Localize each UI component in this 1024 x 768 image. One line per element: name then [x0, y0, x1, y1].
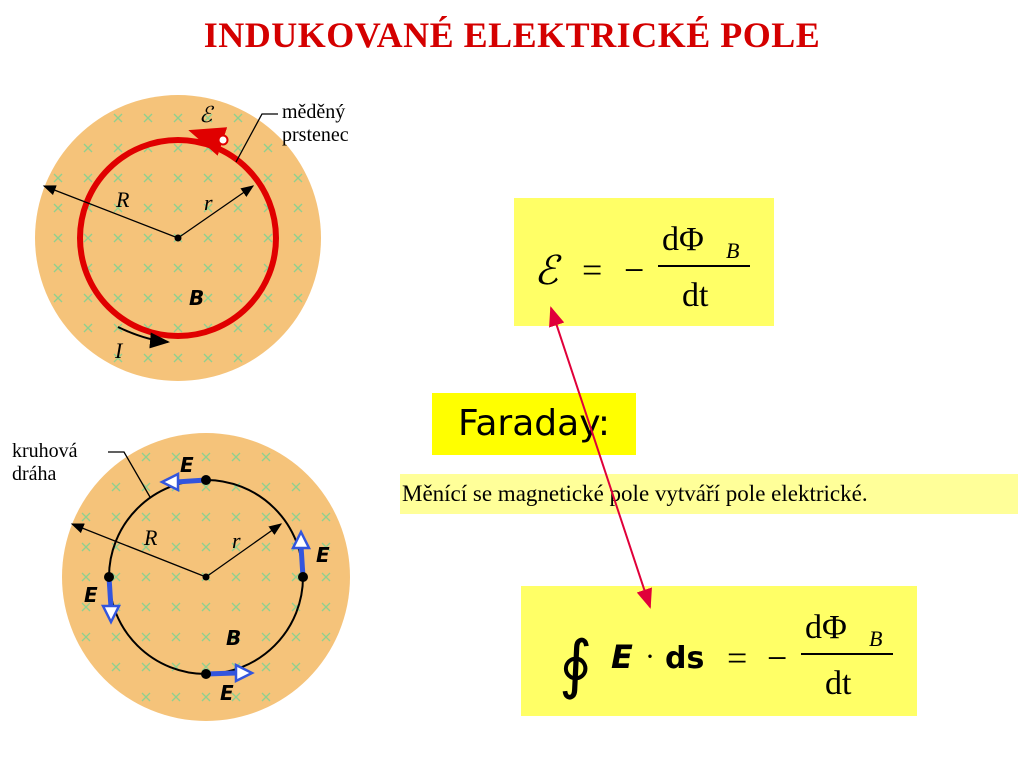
- e-vector-bottom: [201, 662, 255, 684]
- radius-r-line: [177, 185, 255, 239]
- integral-sign: ∮: [559, 628, 592, 702]
- radius-r-label: r: [232, 528, 241, 553]
- faraday-statement: Měnící se magnetické pole vytváří pole e…: [400, 474, 1018, 514]
- path-label-line1: kruhová: [12, 440, 78, 462]
- emf-point: [217, 134, 229, 146]
- field-B-label: B: [189, 286, 204, 310]
- radius-R-label: R: [143, 525, 158, 550]
- integral-dot: ·: [645, 640, 655, 673]
- integral-equals: =: [727, 638, 747, 678]
- page-title: INDUKOVANÉ ELEKTRICKÉ POLE: [203, 15, 821, 55]
- e-vector-left: [100, 572, 122, 625]
- integral-ds: ds: [665, 641, 704, 676]
- integral-minus: −: [767, 638, 787, 678]
- faraday-label: Faraday:: [432, 393, 636, 455]
- integral-numerator-sub: B: [869, 626, 882, 651]
- ring-label-leader: [235, 113, 278, 163]
- emf-equals: =: [582, 250, 602, 290]
- e-label-right: E: [316, 543, 330, 567]
- radius-r-label: r: [204, 190, 213, 215]
- emf-denominator: dt: [682, 277, 709, 314]
- field-cross-marks: [81, 452, 331, 702]
- current-label: I: [114, 338, 124, 363]
- integral-equation-box: ∮ E · ds = − dΦ B dt: [521, 586, 917, 716]
- e-label-top: E: [180, 453, 194, 477]
- ring-label-line2: prstenec: [282, 124, 349, 146]
- emf-numerator-sub: B: [726, 238, 739, 263]
- radius-r-line: [205, 523, 283, 578]
- top-diagram: I ℰ měděný prstenec R r B: [35, 95, 349, 381]
- emf-lhs: ℰ: [534, 248, 562, 293]
- emf-minus: −: [624, 250, 644, 290]
- e-label-left: E: [84, 583, 98, 607]
- ring-label-line1: měděný: [282, 101, 345, 123]
- integral-denominator: dt: [825, 665, 852, 702]
- bottom-diagram: kruhová dráha R r B E E E: [12, 433, 350, 721]
- field-B-label: B: [226, 626, 241, 650]
- path-label-leader: [108, 451, 151, 498]
- center-point: [202, 573, 210, 581]
- copper-ring: [77, 137, 279, 339]
- emf-equation-box: ℰ = − dΦ B dt: [514, 198, 774, 326]
- radius-R-label: R: [115, 187, 130, 212]
- path-label-line2: dráha: [12, 463, 57, 485]
- emf-numerator: dΦ: [662, 221, 704, 258]
- radius-R-line: [70, 523, 207, 578]
- emf-symbol: ℰ: [199, 102, 215, 127]
- integral-field: E: [611, 638, 633, 676]
- emf-equation: ℰ = − dΦ B dt: [534, 221, 750, 314]
- e-label-bottom: E: [220, 681, 234, 705]
- center-point: [174, 234, 182, 242]
- current-arrow: [117, 326, 170, 349]
- radius-R-line: [42, 185, 179, 239]
- integral-numerator: dΦ: [805, 609, 847, 646]
- e-vector-right: [290, 529, 312, 582]
- e-vector-top: [159, 471, 211, 493]
- integral-equation: ∮ E · ds = − dΦ B dt: [559, 609, 893, 702]
- emf-arrow: [188, 127, 228, 156]
